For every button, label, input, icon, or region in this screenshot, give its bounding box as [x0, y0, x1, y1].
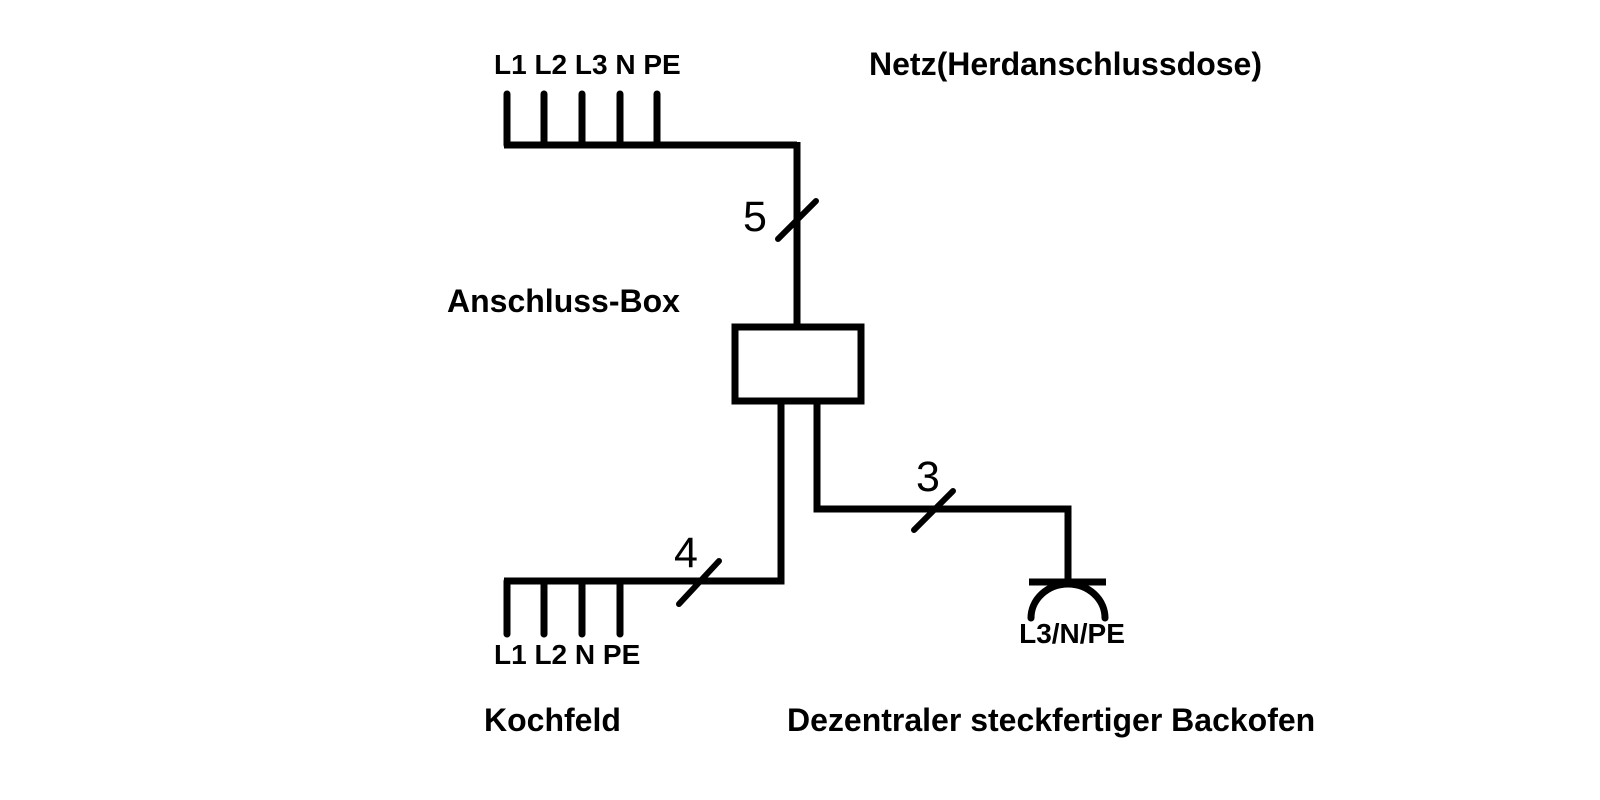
socket-outlet-icon [1027, 580, 1109, 622]
mains-title: Netz(Herdanschlussdose) [869, 46, 1262, 82]
hob-wire [504, 400, 785, 585]
mains-pin-labels: L1 L2 L3 N PE [494, 49, 681, 80]
junction-box-label: Anschluss-Box [447, 283, 680, 319]
four-conductor-slash-icon [676, 558, 722, 607]
oven-wire [813, 400, 1072, 582]
five-conductor-slash-icon [775, 198, 819, 242]
hob-caption: Kochfeld [484, 702, 621, 738]
oven-caption: Dezentraler steckfertiger Backofen [787, 702, 1316, 738]
socket-pin-labels: L3/N/PE [1019, 618, 1125, 649]
conductor-count-4: 4 [674, 529, 698, 577]
junction-box [731, 323, 865, 405]
conductor-count-3: 3 [916, 453, 940, 501]
hob-pin-labels: L1 L2 N PE [494, 639, 641, 670]
conductor-count-5: 5 [743, 193, 767, 241]
three-conductor-slash-icon [911, 488, 956, 533]
hob-comb-icon [503, 577, 624, 638]
mains-comb-icon [503, 90, 797, 149]
